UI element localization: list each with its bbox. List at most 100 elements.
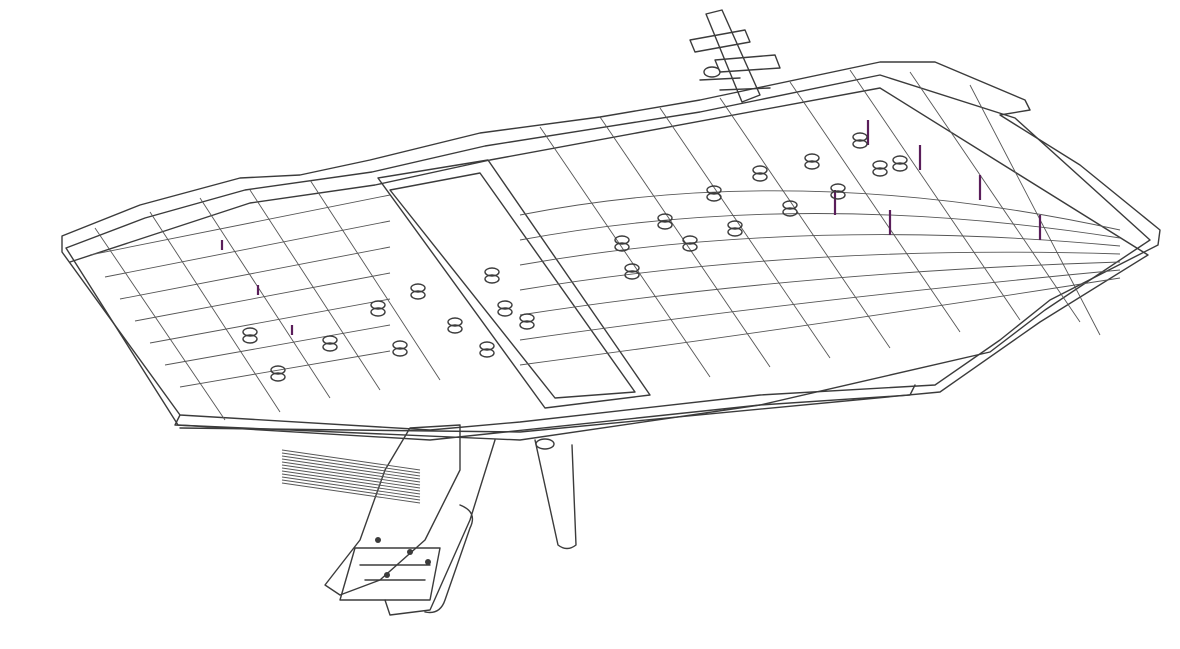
- grid-line: [134, 251, 1121, 322]
- roof-top-edge: [61, 61, 1161, 431]
- grid-line: [659, 107, 831, 359]
- grid-line: [149, 211, 281, 413]
- roof-layer-3: [69, 87, 1149, 433]
- grid-line: [119, 234, 1121, 300]
- grid-line: [719, 97, 891, 349]
- ramp-side: [384, 439, 496, 616]
- cylinder-base: [447, 324, 463, 334]
- cylinder: [804, 153, 820, 163]
- cylinder-base: [270, 372, 286, 382]
- grid-line: [104, 213, 1121, 278]
- cylinder: [782, 200, 798, 210]
- hatch-line: [281, 476, 421, 498]
- cylinder-base: [892, 162, 908, 172]
- cylinder-base: [830, 190, 846, 200]
- grid-line: [969, 84, 1101, 336]
- hatch-line: [281, 464, 421, 486]
- grid-line: [94, 227, 226, 421]
- strip-outline: [377, 159, 651, 409]
- tower-mast: [705, 9, 761, 103]
- cylinder: [752, 165, 768, 175]
- cylinder-base: [657, 220, 673, 230]
- bolt: [407, 549, 413, 555]
- tower-arm-2: [714, 54, 781, 73]
- cylinder: [479, 341, 495, 351]
- cylinder-base: [410, 290, 426, 300]
- hatch-line: [281, 449, 421, 471]
- grid-line: [849, 69, 1021, 321]
- cylinder-base: [614, 242, 630, 252]
- bolt: [375, 537, 381, 543]
- grid-line: [309, 179, 441, 381]
- cylinder: [484, 267, 500, 277]
- hatch-line: [281, 482, 421, 504]
- cylinder: [410, 283, 426, 293]
- cylinder-base: [682, 242, 698, 252]
- leg: [534, 439, 577, 550]
- cylinder: [519, 313, 535, 323]
- tower-ring: [703, 66, 721, 78]
- stair-hatching: [281, 449, 421, 504]
- roof-outline: [61, 61, 1161, 441]
- cylinder-base: [370, 307, 386, 317]
- cylinder: [242, 327, 258, 337]
- cylinder: [614, 235, 630, 245]
- cylinder-base: [392, 347, 408, 357]
- cylinder: [370, 300, 386, 310]
- ramp-outline: [324, 424, 461, 596]
- grid-line: [149, 261, 1121, 344]
- cylinder-base: [497, 307, 513, 317]
- grid-line: [909, 71, 1081, 323]
- landing: [339, 547, 441, 601]
- bolt: [425, 559, 431, 565]
- grid-line: [179, 277, 1121, 388]
- cylinder-base: [782, 207, 798, 217]
- cylinder-base: [519, 320, 535, 330]
- cylinder: [447, 317, 463, 327]
- cylinder: [657, 213, 673, 223]
- cylinder-base: [706, 192, 722, 202]
- hatch-line: [281, 455, 421, 477]
- strip-inner: [389, 172, 636, 399]
- cylinder-base: [727, 227, 743, 237]
- cylinder: [830, 183, 846, 193]
- cylinder-base: [484, 274, 500, 284]
- grid-line: [789, 81, 961, 333]
- roof-layer-2: [65, 74, 1151, 441]
- support-leg: [534, 438, 577, 550]
- cylinder: [497, 300, 513, 310]
- grid-line: [249, 189, 381, 391]
- cylinder-base: [479, 348, 495, 358]
- cylinder: [727, 220, 743, 230]
- cylinder-base: [242, 334, 258, 344]
- hatch-line: [281, 467, 421, 489]
- hatch-line: [281, 452, 421, 474]
- cylinder-base: [872, 167, 888, 177]
- leg-top: [535, 438, 555, 450]
- landing-lines: [359, 564, 431, 581]
- stair-ramp: [281, 424, 496, 616]
- hatch-line: [281, 458, 421, 480]
- hatch-line: [281, 461, 421, 483]
- grid-line: [539, 126, 711, 378]
- cylinder: [706, 185, 722, 195]
- cylinder-base: [852, 139, 868, 149]
- ramp-rail: [424, 504, 474, 614]
- cylinder: [852, 132, 868, 142]
- cylinder-fixtures: [242, 132, 908, 382]
- cylinder: [872, 160, 888, 170]
- purple-posts: [220, 120, 1042, 335]
- grid-line: [89, 190, 1121, 256]
- central-strip: [377, 159, 651, 409]
- cylinder-base: [804, 160, 820, 170]
- cylinder: [322, 335, 338, 345]
- bolt: [384, 572, 390, 578]
- grid-line: [199, 197, 331, 399]
- roof-grid: [89, 69, 1121, 421]
- tower-struts: [699, 77, 771, 91]
- cylinder-base: [322, 342, 338, 352]
- tower-arm: [689, 29, 751, 53]
- hatch-line: [281, 473, 421, 495]
